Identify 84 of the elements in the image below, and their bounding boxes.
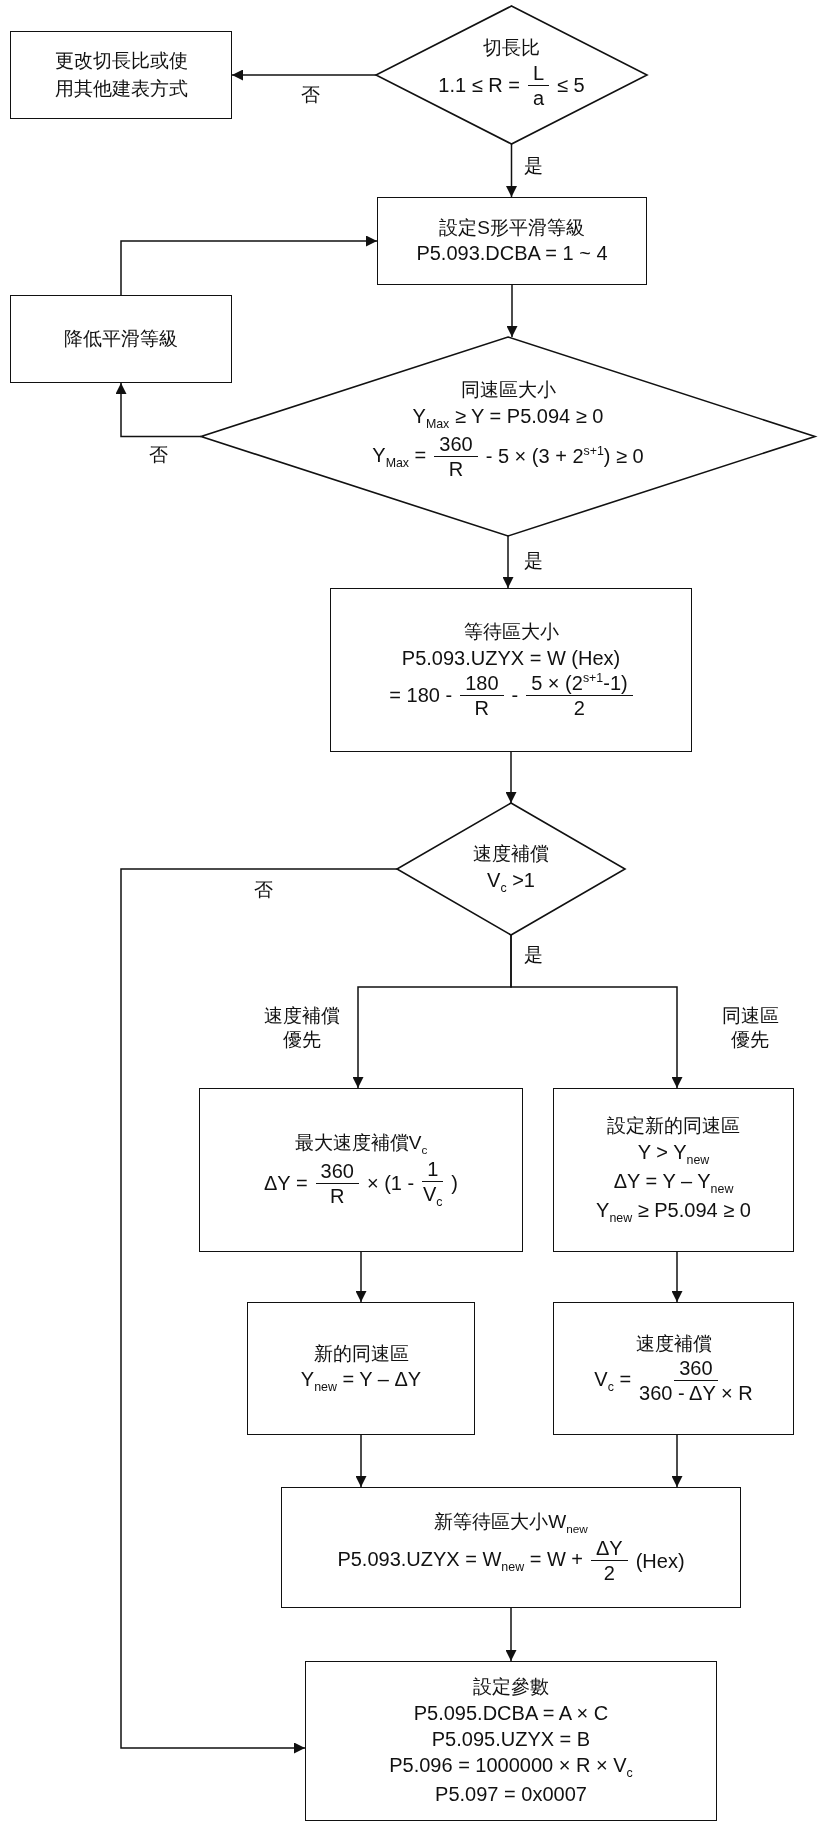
formula-text: P5.093.UZYX = W (Hex) — [401, 645, 621, 671]
process-box — [247, 1302, 475, 1435]
formula-text: P5.095.UZYX = B — [431, 1726, 591, 1752]
formula-text: = 180 - — [389, 683, 453, 709]
process-box — [199, 1088, 523, 1252]
formula-text: Y > Y$_{new}$ — [637, 1139, 710, 1168]
fraction-numerator: 360 — [674, 1356, 718, 1382]
fraction-numerator: 360 — [434, 431, 478, 457]
formula-text: P5.093.DCBA = 1 ~ 4 — [416, 241, 608, 267]
process-box — [553, 1088, 794, 1252]
fraction-denominator: a — [532, 85, 544, 110]
arrow — [506, 284, 518, 338]
fraction-numerator: 5 × (2$^{s+1}$-1) — [526, 670, 633, 696]
fraction-numerator: 360 — [315, 1158, 359, 1184]
fraction-numerator: 1 — [422, 1156, 444, 1182]
arrow — [231, 69, 377, 81]
formula-text: (Hex) — [635, 1548, 685, 1574]
formula-text: P5.093.UZYX = W$_{new}$ = W + — [337, 1547, 583, 1576]
node-title: 速度補償 — [635, 1331, 712, 1356]
arrow — [355, 1434, 367, 1488]
fraction-numerator: ΔY — [591, 1536, 628, 1562]
arrow — [502, 535, 514, 589]
fraction-denominator: 2 — [603, 1561, 615, 1586]
formula-text: ) — [451, 1171, 458, 1197]
formula-text: 1.1 ≤ R = — [438, 73, 520, 99]
arrow — [506, 143, 517, 198]
arrow — [505, 751, 517, 804]
edge-label: 是 — [523, 549, 543, 573]
node-title: 設定參數 — [473, 1675, 549, 1700]
formula-text: - — [511, 683, 519, 709]
fraction-denominator: 2 — [573, 695, 585, 720]
node-title: 新的同速區 — [313, 1341, 409, 1366]
edge-label: 同速區優先 — [720, 1004, 780, 1052]
arrow — [355, 1251, 367, 1303]
fraction-numerator: 180 — [460, 670, 504, 696]
edge-label: 是 — [523, 154, 543, 178]
formula-text: V$_{c}$ >1 — [487, 867, 535, 896]
fraction-denominator: R — [474, 695, 490, 720]
node-title: 設定S形平滑等級 — [439, 215, 585, 240]
edge-label: 速度補償優先 — [263, 1004, 341, 1052]
node-label: 降低平滑等級 — [64, 326, 178, 351]
process-box — [553, 1302, 794, 1435]
fraction-denominator: V$_{c}$ — [423, 1181, 443, 1210]
arrow — [120, 868, 398, 1754]
formula-text: × (1 - — [366, 1171, 415, 1197]
node-label: 更改切長比或使用其他建表方式 — [53, 49, 189, 101]
formula-text: ≤ 5 — [557, 73, 585, 99]
node-title: 切長比 — [483, 36, 540, 61]
process-box — [281, 1487, 741, 1608]
fraction-numerator: L — [527, 60, 549, 86]
node-title: 新等待區大小W$_{new}$ — [434, 1509, 588, 1537]
edge-label: 否 — [253, 878, 273, 902]
formula-text: ΔY = Y – Y$_{new}$ — [613, 1168, 734, 1197]
formula-text: Y$_{Max}$ = — [372, 442, 427, 471]
arrow — [671, 1434, 683, 1488]
arrow — [510, 934, 683, 1089]
process-box — [10, 295, 232, 383]
edge-label: 否 — [148, 443, 168, 467]
arrow — [505, 1607, 517, 1662]
fraction-denominator: 360 - ΔY × R — [639, 1381, 753, 1406]
process-box — [305, 1661, 717, 1821]
formula-text: P5.096 = 1000000 × R × V$_{c}$ — [389, 1752, 633, 1781]
arrow — [671, 1251, 683, 1303]
edge-label: 否 — [300, 83, 320, 107]
node-title: 速度補償 — [473, 842, 549, 867]
process-box — [377, 197, 647, 285]
process-box — [330, 588, 692, 752]
formula-text: P5.095.DCBA = A × C — [413, 1700, 609, 1726]
formula-text: V$_{c}$ = — [594, 1367, 632, 1396]
arrow — [120, 235, 378, 296]
formula-text: Y$_{new}$ = Y – ΔY — [300, 1367, 422, 1396]
branch-label: 是 — [523, 943, 543, 967]
formula-text: ΔY = — [264, 1171, 308, 1197]
formula-text: - 5 × (3 + 2$^{s+1}$) ≥ 0 — [485, 443, 644, 470]
formula-text: P5.097 = 0x0007 — [435, 1781, 587, 1807]
node-title: 等待區大小 — [463, 620, 559, 645]
formula-text: Y$_{new}$ ≥ P5.094 ≥ 0 — [596, 1197, 751, 1227]
node-title: 設定新的同速區 — [607, 1113, 740, 1138]
node-title: 同速區大小 — [460, 378, 556, 403]
node-title: 最大速度補償V$_{c}$ — [294, 1130, 428, 1157]
formula-text: Y$_{Max}$ ≥ Y = P5.094 ≥ 0 — [412, 403, 604, 432]
fraction-denominator: R — [448, 456, 464, 481]
fraction-denominator: R — [330, 1183, 345, 1208]
process-box — [10, 31, 232, 119]
